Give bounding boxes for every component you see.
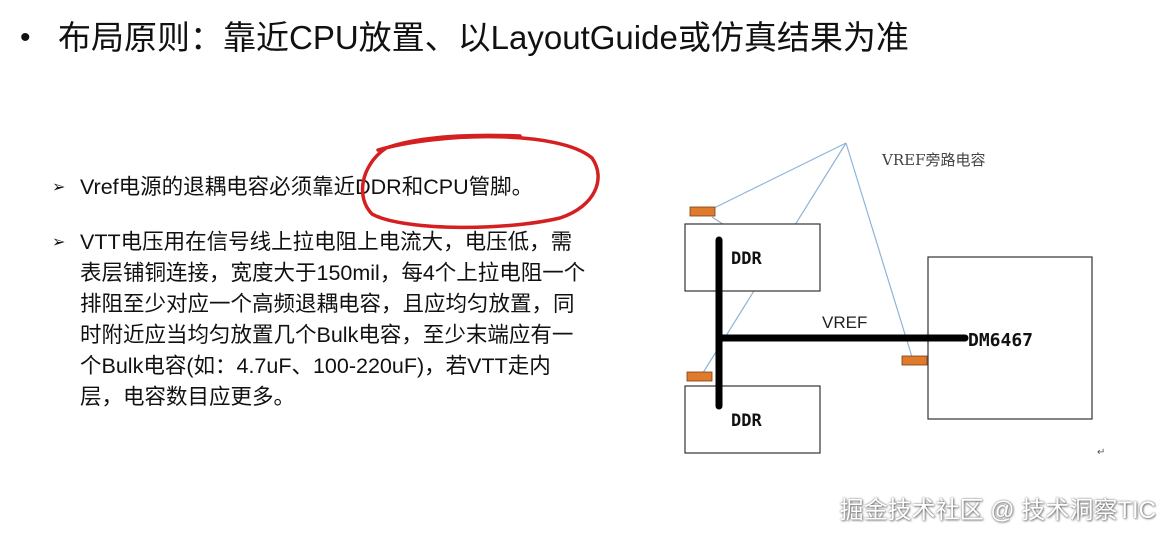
bullet-text-vref: Vref电源的退耦电容必须靠近DDR和CPU管脚。 — [80, 175, 534, 199]
bullet-text-vtt: VTT电压用在信号线上拉电阻上电流大，电压低，需表层铺铜连接，宽度大于150mi… — [80, 230, 586, 409]
bullet-item-vtt: ➢ VTT电压用在信号线上拉电阻上电流大，电压低，需表层铺铜连接，宽度大于150… — [52, 227, 592, 413]
dm6467-label: DM6467 — [968, 330, 1033, 351]
arrow-bullet-icon: ➢ — [52, 179, 66, 196]
capacitor-bottom — [686, 371, 713, 382]
watermark: 掘金技术社区 @ 技术洞察TIC — [839, 497, 1156, 524]
ddr-top-label: DDR — [731, 249, 762, 269]
title-bullet: • — [20, 21, 31, 54]
red-annotation-ellipse — [360, 133, 600, 230]
title-text: 布局原则：靠近CPU放置、以LayoutGuide或仿真结果为准 — [58, 19, 909, 56]
bullet-list: ➢ Vref电源的退耦电容必须靠近DDR和CPU管脚。 ➢ VTT电压用在信号线… — [52, 172, 592, 413]
capacitor-right — [901, 355, 928, 366]
ddr-bottom-label: DDR — [731, 411, 762, 431]
slide-title: • 布局原则：靠近CPU放置、以LayoutGuide或仿真结果为准 — [20, 14, 909, 62]
vref-trace-label: VREF — [822, 313, 867, 332]
ddr-bottom-box — [684, 385, 821, 454]
return-mark-icon: ↵ — [1097, 447, 1106, 458]
capacitor-top — [689, 206, 716, 217]
bullet-item-vref: ➢ Vref电源的退耦电容必须靠近DDR和CPU管脚。 — [52, 172, 592, 203]
ddr-top-box — [684, 223, 821, 292]
vref-cap-label: VREF旁路电容 — [881, 151, 985, 169]
arrow-bullet-icon: ➢ — [52, 234, 66, 251]
